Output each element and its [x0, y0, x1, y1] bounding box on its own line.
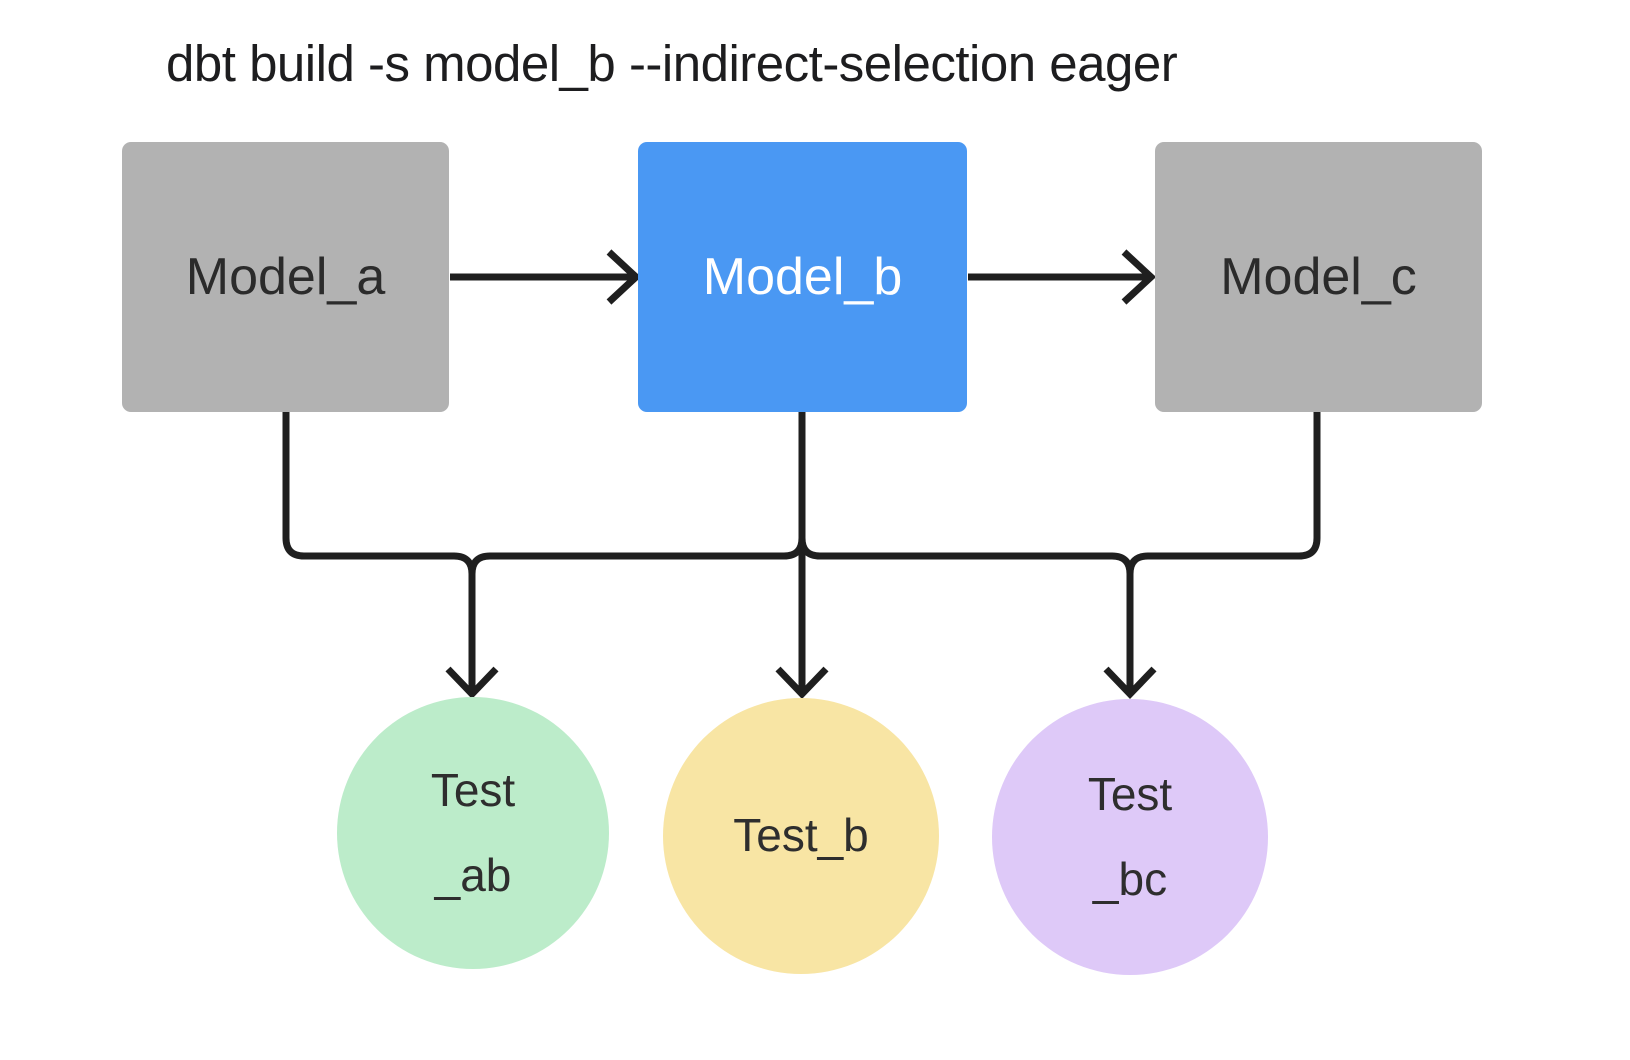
test-ab-label-line2: _ab — [434, 849, 512, 901]
arrow-model-b-to-model-c — [968, 249, 1157, 305]
node-test-b: Test_b — [663, 698, 939, 974]
test-ab-label-line1: Test — [430, 763, 516, 816]
model-c-label: Model_c — [1220, 248, 1417, 306]
arrow-model-b-to-test-bc — [798, 412, 1157, 700]
node-test-bc: Test _bc — [992, 699, 1268, 975]
arrow-model-b-to-test-ab — [468, 412, 806, 575]
test-bc-label-line2: _bc — [1092, 853, 1168, 905]
model-b-label: Model_b — [702, 248, 903, 306]
arrow-model-a-to-model-b — [450, 249, 642, 305]
node-model-a: Model_a — [122, 142, 449, 412]
node-model-c: Model_c — [1155, 142, 1482, 412]
arrow-model-c-to-test-bc — [1126, 412, 1321, 575]
arrow-model-b-to-test-b — [775, 412, 829, 700]
model-a-label: Model_a — [185, 248, 386, 306]
node-model-b: Model_b — [638, 142, 967, 412]
test-b-label: Test_b — [733, 809, 869, 862]
diagram-title: dbt build -s model_b --indirect-selectio… — [166, 35, 1178, 92]
arrow-model-a-to-test-ab — [282, 412, 499, 700]
node-test-ab: Test _ab — [337, 697, 609, 969]
test-bc-label-line1: Test — [1087, 767, 1173, 820]
